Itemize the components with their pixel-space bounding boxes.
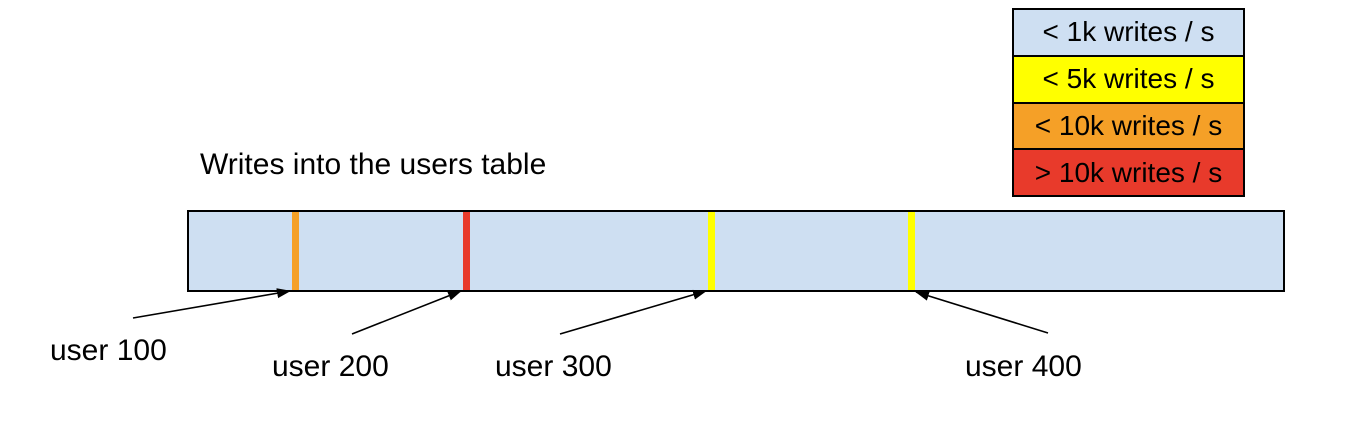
legend-item: < 5k writes / s [1014, 56, 1243, 104]
pointer-arrow-user-100 [132, 288, 291, 319]
legend-item: < 1k writes / s [1014, 10, 1243, 57]
user-label-user-400: user 400 [965, 350, 1082, 383]
legend-item-label: < 1k writes / s [1042, 16, 1215, 48]
hotspot-stripe-user-400 [908, 212, 915, 290]
legend: < 1k writes / s < 5k writes / s < 10k writ… [1012, 8, 1245, 197]
legend-item-label: > 10k writes / s [1034, 156, 1223, 188]
pointer-arrow-user-200 [351, 290, 462, 335]
legend-item: < 10k writes / s [1014, 103, 1243, 151]
user-label-user-300: user 300 [495, 350, 612, 383]
hotspot-stripe-user-100 [292, 212, 299, 290]
pointer-arrow-user-400 [915, 291, 1049, 334]
users-table-bar [187, 210, 1285, 292]
hotspot-stripe-user-300 [708, 212, 715, 290]
hotspot-stripe-user-200 [463, 212, 470, 290]
diagram-title: Writes into the users table [200, 148, 547, 181]
legend-item-label: < 5k writes / s [1042, 63, 1215, 95]
user-label-user-200: user 200 [272, 350, 389, 383]
legend-item-label: < 10k writes / s [1034, 109, 1223, 141]
legend-item: > 10k writes / s [1014, 150, 1243, 195]
user-label-user-100: user 100 [50, 334, 167, 367]
pointer-arrow-user-300 [559, 289, 707, 335]
